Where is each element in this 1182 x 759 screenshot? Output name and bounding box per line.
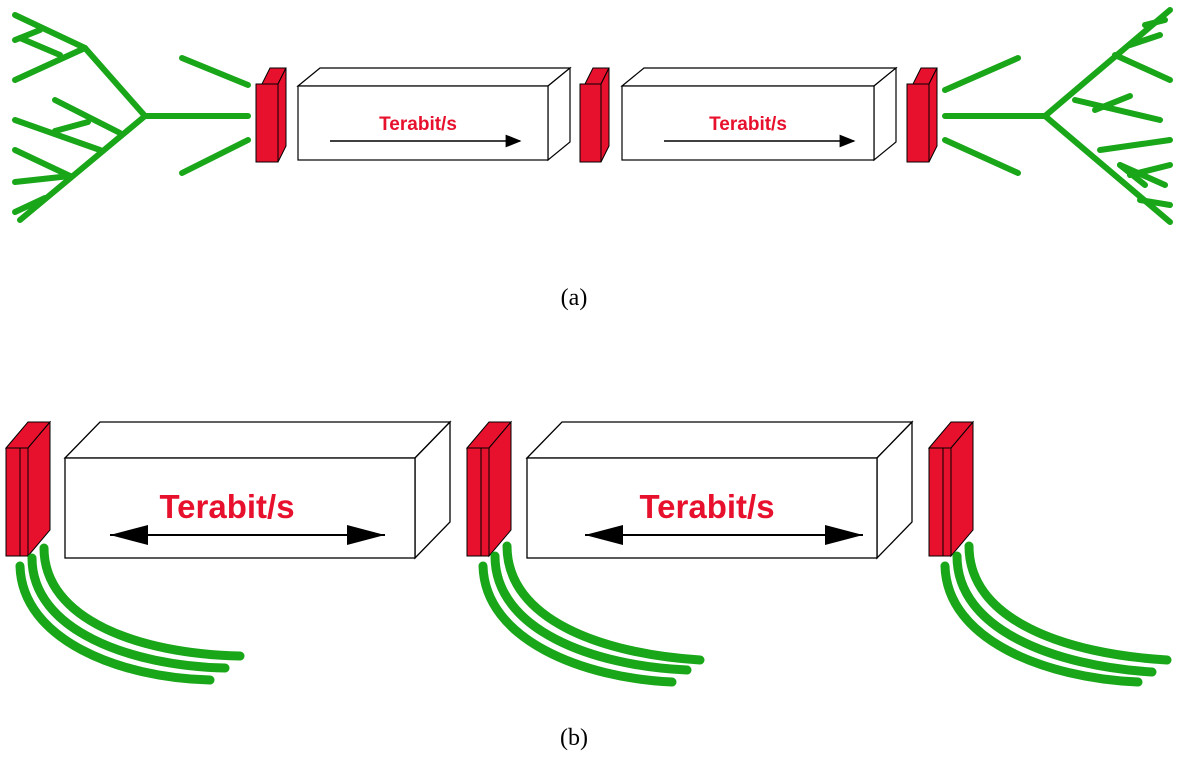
link-label-b2: Terabit/s (639, 488, 774, 525)
router-node-a3 (906, 67, 938, 163)
link-label-a1: Terabit/s (379, 114, 457, 135)
panel-a: Terabit/s Terabit/s (a) (12, 7, 1173, 311)
router-node-b2 (465, 420, 513, 558)
link-label-a2: Terabit/s (709, 114, 787, 135)
router-node-a1 (255, 67, 287, 163)
bidirectional-arrow-b1 (110, 525, 385, 545)
fiber-bundle-b1 (15, 543, 245, 685)
panel-b: Terabit/s Terabit/s (4, 420, 1172, 751)
router-node-a2 (579, 67, 610, 163)
bidirectional-arrow-b2 (585, 525, 863, 545)
fiber-link-box-b2 (525, 420, 914, 560)
access-tree-right (942, 7, 1173, 225)
router-node-b1 (4, 420, 52, 558)
fiber-bundle-b2 (478, 541, 705, 687)
access-tree-left (12, 12, 251, 223)
fiber-link-box-a1 (296, 66, 572, 162)
caption-a: (a) (561, 285, 588, 311)
router-node-b3 (927, 420, 975, 558)
fiber-link-box-a2 (620, 66, 898, 162)
caption-b: (b) (560, 725, 588, 751)
link-label-b1: Terabit/s (159, 488, 294, 525)
fiber-bundle-b3 (940, 541, 1172, 687)
